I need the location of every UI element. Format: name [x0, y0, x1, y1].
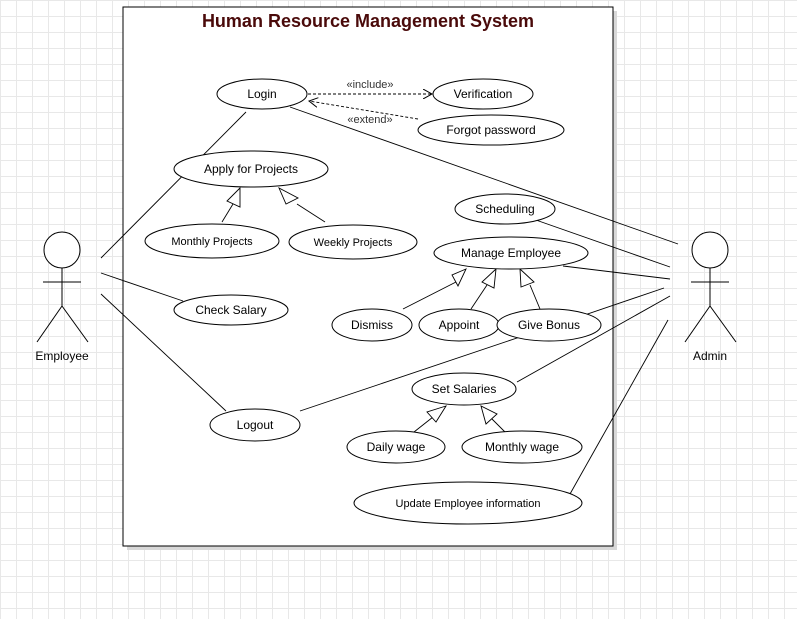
label-apply-for-projects: Apply for Projects [204, 162, 298, 176]
label-logout: Logout [237, 418, 274, 432]
gen-arrow-monthly-wage [480, 405, 498, 425]
label-give-bonus: Give Bonus [518, 318, 580, 332]
gen-monthly-projects [221, 203, 234, 223]
gen-arrow-dismiss [451, 268, 467, 287]
gen-arrow-monthly-projects [226, 186, 241, 208]
gen-appoint [470, 284, 488, 310]
label-daily-wage: Daily wage [367, 440, 426, 454]
use-case-scheduling[interactable] [454, 193, 556, 225]
label-scheduling: Scheduling [475, 202, 534, 216]
admin-left-leg-icon [684, 305, 711, 343]
use-case-set-salaries[interactable] [411, 372, 517, 406]
use-case-manage-employee[interactable] [433, 236, 589, 270]
use-case-weekly-projects[interactable] [288, 224, 418, 260]
label-weekly-projects: Weekly Projects [314, 237, 393, 249]
dependencies [308, 94, 432, 120]
use-case-update-employee-information[interactable] [353, 481, 583, 525]
label-dismiss: Dismiss [351, 318, 393, 332]
use-case-give-bonus[interactable] [496, 308, 602, 342]
label-appoint: Appoint [439, 318, 480, 332]
assoc-employee-apply [100, 111, 247, 259]
assoc-admin-update-info [569, 319, 669, 495]
label-update-employee-information: Update Employee information [396, 498, 541, 510]
label-verification: Verification [454, 87, 513, 101]
use-case-login[interactable] [216, 78, 308, 110]
label-monthly-wage: Monthly wage [485, 440, 559, 454]
assoc-admin-login [289, 106, 679, 245]
gen-give-bonus [529, 284, 541, 310]
employee-left-leg-icon [36, 305, 63, 343]
use-case-labels: Login Verification Forgot password Apply… [171, 87, 580, 510]
gen-arrow-appoint [481, 267, 497, 289]
use-case-check-salary[interactable] [173, 294, 289, 326]
label-monthly-projects: Monthly Projects [171, 236, 253, 248]
gen-arrow-weekly-projects [278, 187, 299, 205]
assoc-admin-manage [562, 265, 671, 280]
gen-arrow-daily-wage [426, 405, 448, 423]
gen-dismiss [402, 281, 457, 310]
use-case-daily-wage[interactable] [346, 430, 446, 464]
use-case-apply-for-projects[interactable] [173, 150, 329, 188]
use-case-logout[interactable] [209, 408, 301, 442]
gen-arrow-give-bonus [519, 267, 535, 288]
gen-weekly-projects [296, 203, 326, 223]
system-title: Human Resource Management System [202, 11, 534, 31]
employee-right-leg-icon [61, 305, 89, 343]
extend-label: «extend» [347, 114, 392, 126]
actor-employee-label: Employee [35, 349, 89, 363]
assoc-admin-logout-b [299, 336, 521, 412]
generalizations [221, 186, 541, 433]
use-case-forgot-password[interactable] [417, 114, 565, 146]
label-login: Login [247, 87, 276, 101]
employee-head-icon [43, 231, 81, 269]
assoc-employee-check-salary [100, 272, 184, 302]
label-set-salaries: Set Salaries [432, 382, 497, 396]
include-label: «include» [346, 79, 393, 91]
use-case-monthly-projects[interactable] [144, 223, 280, 259]
label-check-salary: Check Salary [195, 303, 266, 317]
assoc-admin-scheduling [532, 218, 671, 268]
use-case-dismiss[interactable] [331, 308, 413, 342]
label-manage-employee: Manage Employee [461, 246, 561, 260]
assoc-employee-logout [100, 293, 227, 412]
gen-daily-wage [413, 416, 434, 433]
actor-admin-label: Admin [693, 349, 727, 363]
admin-right-leg-icon [709, 305, 737, 343]
assoc-admin-set-salaries [516, 295, 671, 383]
actor-admin[interactable] [684, 231, 737, 343]
admin-head-icon [691, 231, 729, 269]
label-forgot-password: Forgot password [446, 123, 535, 137]
gen-monthly-wage [491, 418, 506, 433]
use-cases [144, 78, 602, 525]
actor-employee[interactable] [36, 231, 89, 343]
use-case-verification[interactable] [432, 78, 534, 110]
use-case-monthly-wage[interactable] [461, 430, 583, 464]
extend-arrow [309, 101, 419, 120]
